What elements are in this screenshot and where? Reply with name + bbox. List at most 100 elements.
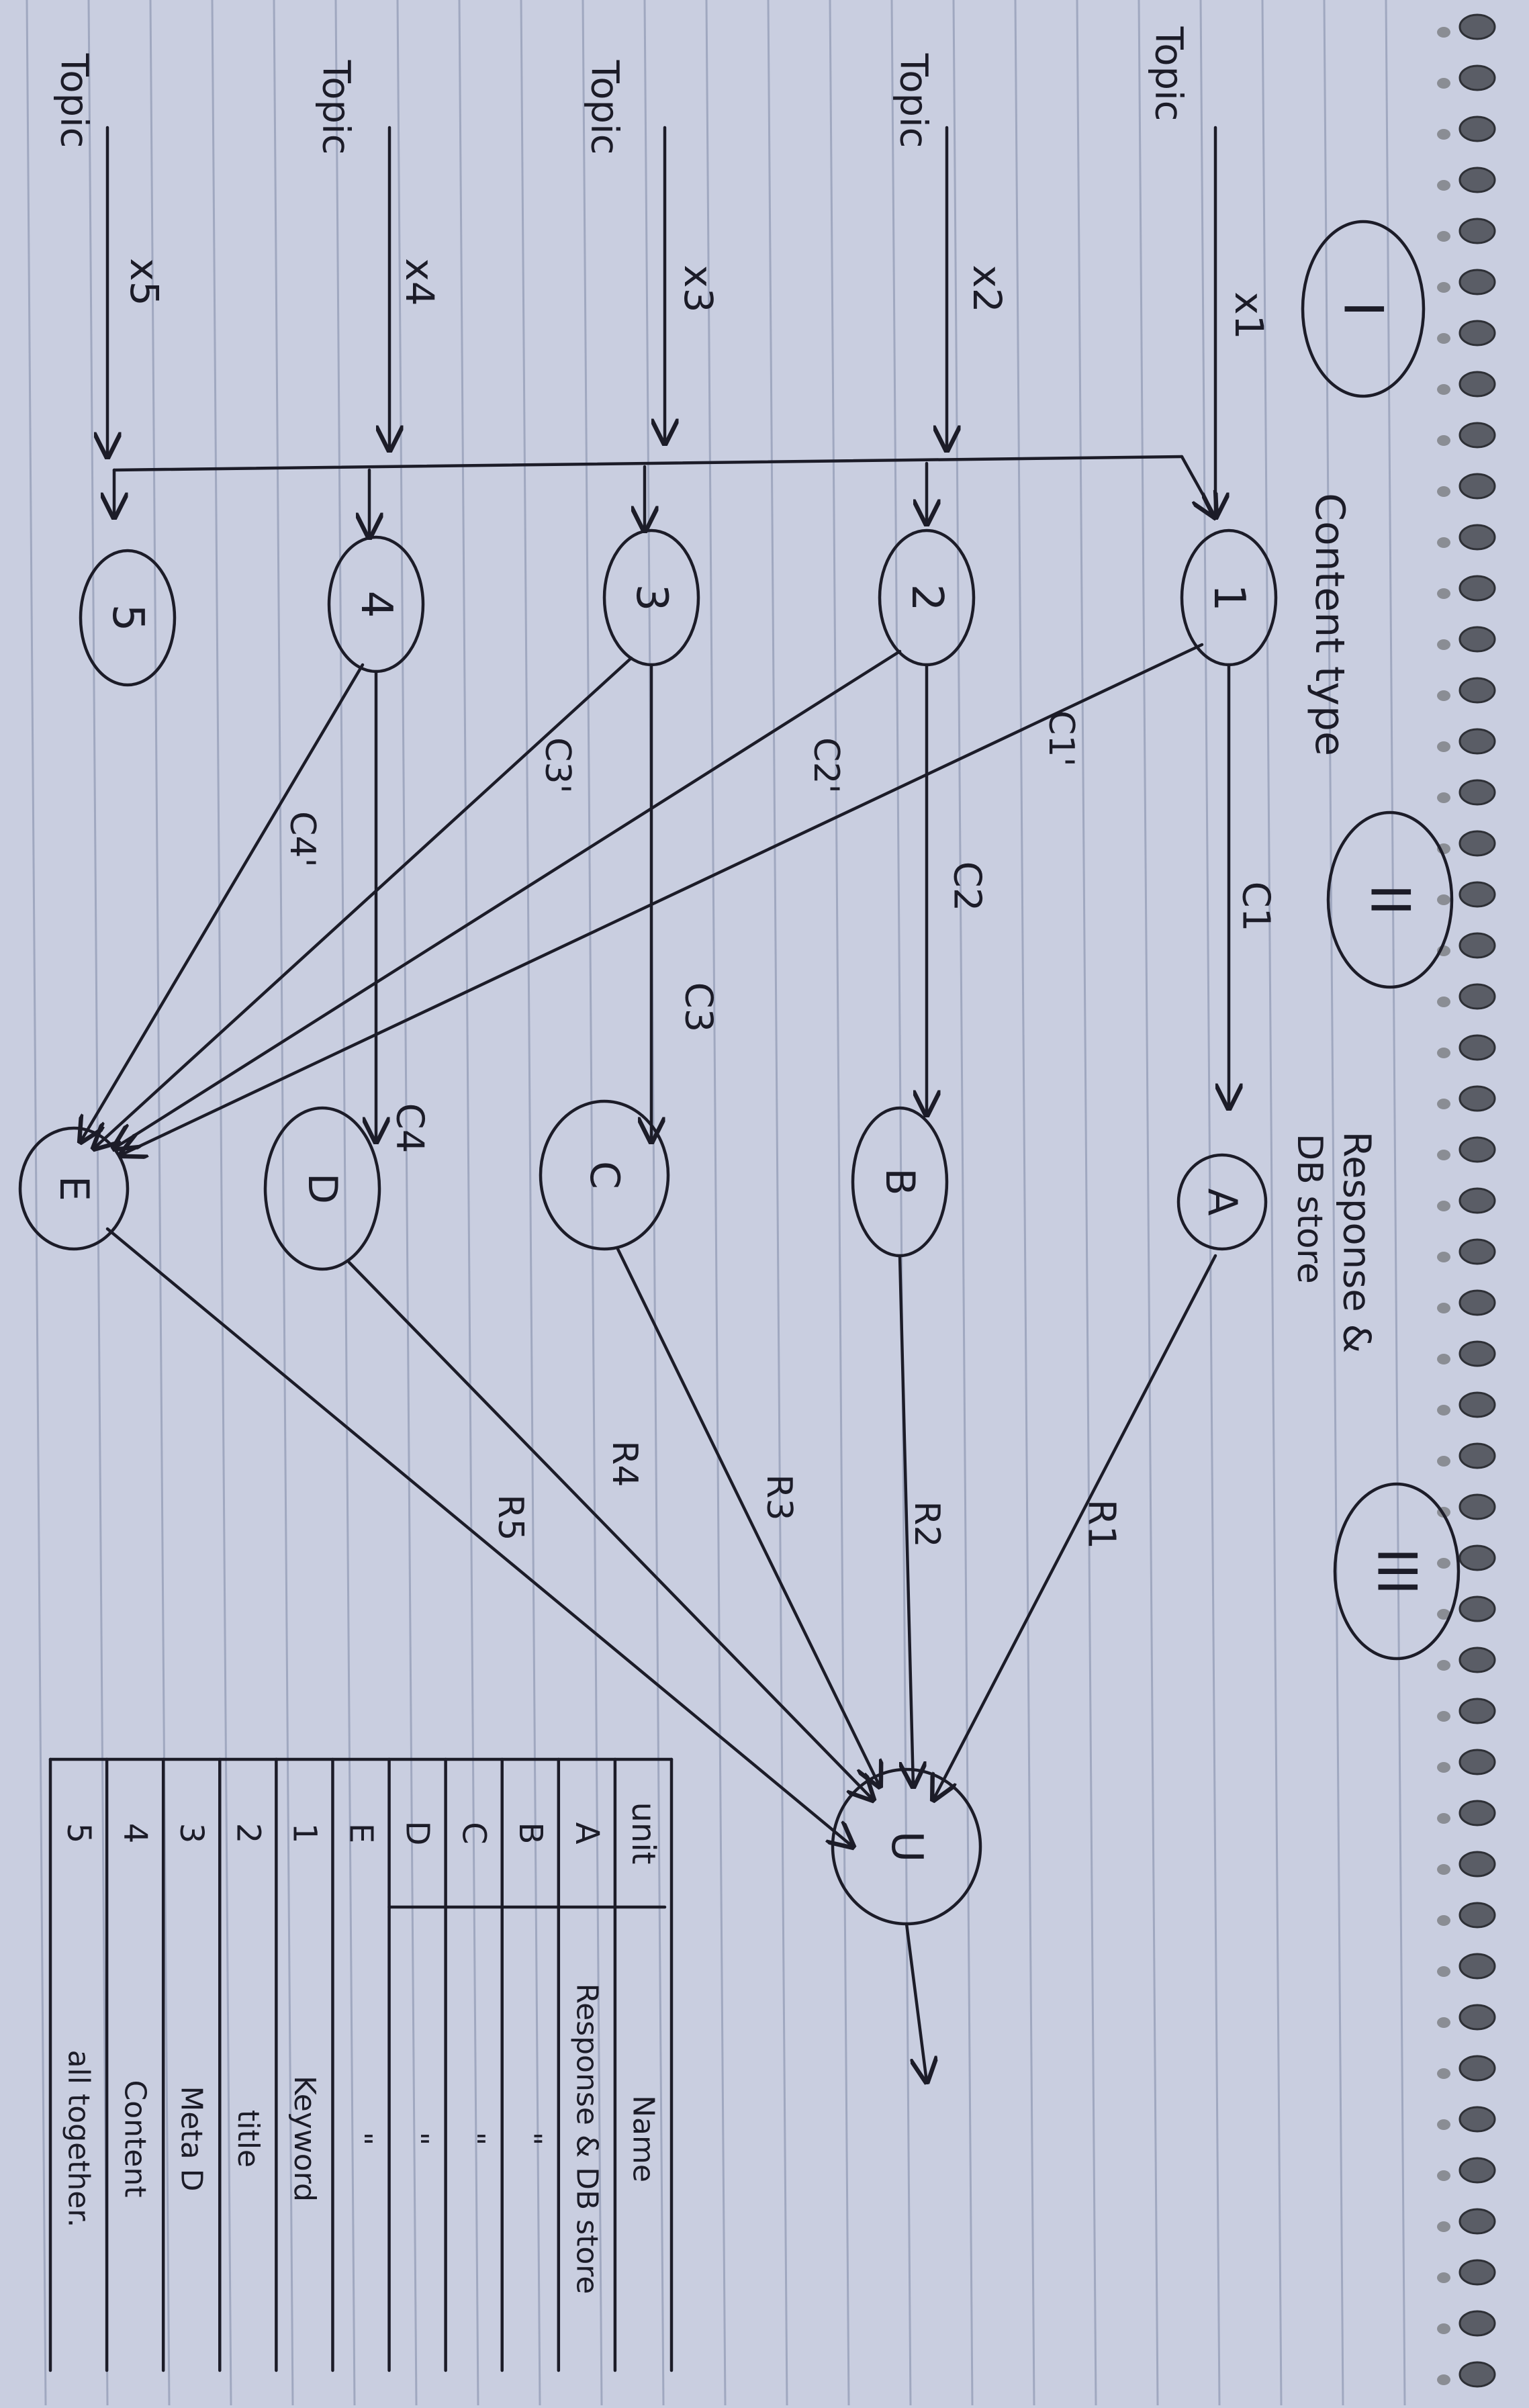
- binding-hole: [1437, 1762, 1450, 1773]
- binding-hole: [1437, 1252, 1450, 1262]
- binding-hole: [1437, 129, 1450, 140]
- binding-ring: [1458, 2106, 1496, 2133]
- binding-hole: [1437, 180, 1450, 191]
- svg-text:2: 2: [902, 584, 952, 612]
- binding-hole: [1437, 2374, 1450, 2385]
- legend-cell: Response & DB store: [569, 1984, 604, 2295]
- binding-ring: [1458, 13, 1496, 40]
- binding-ring: [1458, 1749, 1496, 1775]
- ruled-line: [1138, 0, 1159, 2406]
- response-edge-label-5: R5: [490, 1494, 530, 1540]
- binding-ring: [1458, 983, 1496, 1010]
- response-edge-label-4: R4: [604, 1440, 645, 1487]
- binding-ring: [1458, 1340, 1496, 1367]
- legend-cell: title: [231, 2110, 265, 2168]
- legend-cell: B: [512, 1822, 549, 1845]
- content-node-5: 5: [79, 549, 177, 687]
- topic-label-1: Topic: [1147, 26, 1191, 122]
- binding-hole: [1437, 2170, 1450, 2181]
- ruled-line: [458, 0, 479, 2406]
- ruled-line: [1385, 0, 1406, 2406]
- ruled-line: [829, 0, 850, 2406]
- topic-label-4: Topic: [314, 60, 358, 155]
- ruled-line: [952, 0, 974, 2406]
- binding-ring: [1458, 1238, 1496, 1265]
- content-edge-label-3: C3: [677, 982, 721, 1033]
- binding-hole: [1437, 2017, 1450, 2028]
- binding-hole: [1437, 1609, 1450, 1620]
- cross-edge-3: [94, 656, 633, 1148]
- binding-ring: [1458, 2259, 1496, 2286]
- binding-hole: [1437, 2119, 1450, 2130]
- binding-ring: [1458, 932, 1496, 959]
- input-edge-label-4: x4: [397, 258, 443, 306]
- binding-ring: [1458, 1851, 1496, 1878]
- binding-ring: [1458, 1595, 1496, 1622]
- legend-cell: E: [342, 1823, 380, 1843]
- ruled-line: [1076, 0, 1097, 2406]
- svg-text:1: 1: [1204, 584, 1254, 612]
- svg-text:II: II: [1359, 884, 1422, 915]
- cross-edge-label-3: C3': [537, 737, 577, 794]
- cross-edge-label-4: C4': [282, 811, 322, 868]
- legend-cell: Content: [118, 2080, 152, 2198]
- legend-cell: ": [457, 2132, 491, 2145]
- topic-label-2: Topic: [892, 53, 935, 148]
- binding-hole: [1437, 1354, 1450, 1364]
- response-edge-5: [105, 1227, 853, 1847]
- store-node-E: E: [18, 1126, 130, 1251]
- legend-cell: 3: [173, 1823, 210, 1844]
- legend-cell: D: [399, 1821, 436, 1846]
- response-edge-2: [898, 1254, 913, 1786]
- binding-ring: [1458, 1953, 1496, 1980]
- binding-ring: [1458, 2310, 1496, 2337]
- svg-text:A: A: [1199, 1188, 1246, 1215]
- svg-text:I: I: [1332, 301, 1395, 317]
- phase-label-I: I: [1301, 220, 1426, 398]
- ruled-line: [582, 0, 603, 2406]
- binding-hole: [1437, 997, 1450, 1007]
- binding-ring: [1458, 473, 1496, 500]
- binding-hole: [1437, 1915, 1450, 1926]
- binding-ring: [1458, 524, 1496, 551]
- ruled-line: [1323, 0, 1344, 2406]
- ruled-line: [705, 0, 727, 2406]
- ruled-line: [890, 0, 912, 2406]
- response-edge-1: [933, 1254, 1217, 1800]
- binding-hole: [1437, 588, 1450, 599]
- legend-cell: C: [455, 1822, 493, 1845]
- binding-hole: [1437, 27, 1450, 38]
- binding-hole: [1437, 690, 1450, 701]
- ruled-line: [149, 0, 171, 2406]
- input-edge-label-5: x5: [122, 258, 167, 306]
- svg-text:D: D: [299, 1173, 346, 1204]
- ruled-line: [643, 0, 665, 2406]
- response-edge-4: [347, 1260, 873, 1800]
- response-edge-label-2: R2: [907, 1501, 947, 1547]
- legend-header-cell: unit: [624, 1802, 662, 1865]
- binding-ring: [1458, 2208, 1496, 2235]
- binding-hole: [1437, 1864, 1450, 1875]
- binding-hole: [1437, 1660, 1450, 1671]
- binding-ring: [1458, 320, 1496, 346]
- binding-ring: [1458, 1698, 1496, 1724]
- spiral-binding: [1437, 13, 1496, 2388]
- svg-text:3: 3: [627, 584, 676, 612]
- legend-cell: Meta D: [175, 2086, 209, 2191]
- binding-ring: [1458, 677, 1496, 704]
- legend-cell: Keyword: [287, 2076, 322, 2202]
- legend-header-cell: Name: [626, 2095, 660, 2182]
- input-edge-label-3: x3: [676, 265, 721, 312]
- binding-ring: [1458, 2361, 1496, 2388]
- store-node-D: D: [263, 1106, 381, 1271]
- legend-cell: ": [400, 2132, 434, 2145]
- binding-hole: [1437, 384, 1450, 395]
- legend-cell: 2: [229, 1823, 267, 1844]
- binding-ring: [1458, 167, 1496, 193]
- legend-cell: ": [513, 2132, 547, 2145]
- response-edge-3: [616, 1247, 880, 1786]
- response-edge-label-3: R3: [759, 1474, 799, 1520]
- shared-bus: [112, 455, 1184, 472]
